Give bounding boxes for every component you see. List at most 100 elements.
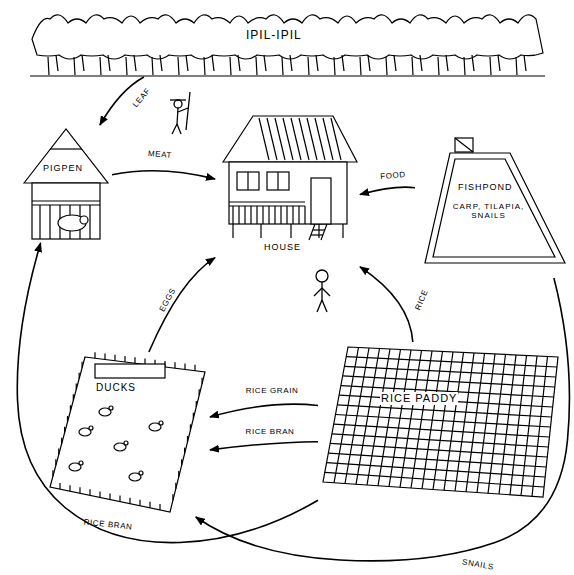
sketch-line bbox=[238, 206, 239, 224]
sketch-line bbox=[89, 426, 93, 430]
sketch-line bbox=[139, 471, 143, 475]
leg bbox=[177, 124, 181, 134]
sketch-line bbox=[223, 116, 357, 162]
sketch-line bbox=[174, 362, 175, 368]
sketch-line bbox=[79, 461, 83, 465]
sketch-line bbox=[50, 357, 205, 512]
node-label: PIGPEN bbox=[42, 163, 84, 173]
body bbox=[177, 108, 178, 124]
flow-arrow bbox=[360, 267, 413, 342]
sketch-line bbox=[464, 57, 465, 75]
sketch-line bbox=[187, 436, 188, 442]
sketch-line bbox=[69, 485, 70, 491]
sketch-line bbox=[89, 205, 90, 239]
edge-label: RICE BRAN bbox=[246, 428, 295, 436]
sketch-line bbox=[292, 206, 293, 224]
sketch-line bbox=[256, 57, 257, 75]
leg bbox=[317, 300, 322, 312]
sketch-line bbox=[455, 353, 474, 491]
sketch-line bbox=[290, 224, 291, 238]
node-label: RICE PADDY bbox=[380, 392, 458, 405]
sketch-line bbox=[204, 57, 205, 75]
arm bbox=[322, 288, 330, 296]
node-label: DUCKS bbox=[95, 382, 137, 394]
tree-band: IPIL-IPIL bbox=[30, 5, 545, 77]
sketch-line bbox=[389, 350, 411, 487]
sketch-line bbox=[59, 483, 60, 489]
sketch-line bbox=[48, 57, 49, 75]
flow-arrow bbox=[17, 243, 318, 543]
sketch-line bbox=[267, 172, 289, 190]
sketch-line bbox=[212, 55, 214, 71]
sketch-line bbox=[262, 206, 263, 224]
sketch-line bbox=[194, 365, 195, 371]
sketch-line bbox=[433, 159, 555, 257]
sketch-line bbox=[201, 378, 202, 384]
edge-label: RICE BRAN bbox=[83, 518, 133, 531]
edge-label: LEAF bbox=[132, 87, 153, 109]
sketch-line bbox=[532, 357, 548, 497]
sketch-line bbox=[73, 394, 74, 400]
sketch-line bbox=[134, 55, 136, 71]
sketch-line bbox=[94, 352, 95, 358]
node-label: FISHPOND bbox=[457, 182, 514, 192]
sketch-line bbox=[160, 55, 162, 71]
node-label: HOUSE bbox=[263, 242, 302, 252]
sketch-line bbox=[412, 57, 413, 75]
sketch-line bbox=[82, 55, 84, 71]
sketch-line bbox=[316, 55, 318, 71]
edge-label: EGGS bbox=[158, 287, 177, 313]
flow-arrow bbox=[210, 404, 318, 417]
edge-label: RICE bbox=[414, 289, 429, 312]
flow-arrow bbox=[112, 171, 215, 179]
sketch-line bbox=[229, 162, 347, 224]
sketch-line bbox=[79, 373, 80, 379]
sketch-line bbox=[420, 55, 422, 71]
sketch-line bbox=[311, 234, 323, 235]
node-label: IPIL-IPIL bbox=[245, 29, 303, 43]
sketch-line bbox=[49, 205, 50, 239]
sketch-line bbox=[433, 352, 453, 490]
sketch-line bbox=[307, 118, 317, 160]
sketch-line bbox=[282, 57, 283, 75]
sketch-line bbox=[378, 350, 401, 486]
node-label: CARP, TILAPIA, SNAILS bbox=[440, 202, 537, 220]
sketch-line bbox=[178, 57, 179, 75]
edge-label: SNAILS bbox=[462, 558, 495, 571]
pigpen-building: PIGPEN bbox=[20, 125, 112, 243]
sketch-line bbox=[311, 178, 331, 224]
sketch-line bbox=[259, 118, 269, 160]
sketch-line bbox=[472, 55, 474, 71]
sketch-line bbox=[477, 354, 495, 493]
sketch-line bbox=[274, 206, 275, 224]
sketch-line bbox=[275, 118, 285, 160]
sketch-line bbox=[394, 55, 396, 71]
sketch-line bbox=[298, 206, 299, 224]
sketch-line bbox=[109, 406, 113, 410]
sketch-line bbox=[139, 500, 140, 506]
sketch-line bbox=[30, 75, 545, 76]
sketch-line bbox=[152, 57, 153, 75]
flow-arrow bbox=[149, 258, 215, 352]
node-outline bbox=[318, 342, 563, 502]
sketch-line bbox=[260, 224, 261, 238]
sketch-line bbox=[323, 347, 558, 497]
sketch-line bbox=[80, 216, 88, 224]
sketch-line bbox=[181, 459, 182, 465]
sketch-line bbox=[108, 55, 110, 71]
sketch-line bbox=[190, 424, 191, 430]
sketch-line bbox=[247, 172, 248, 190]
edge-label: RICE GRAIN bbox=[246, 387, 299, 395]
head bbox=[174, 100, 182, 108]
sketch-line bbox=[70, 405, 71, 411]
body bbox=[321, 282, 322, 300]
sketch-line bbox=[490, 57, 491, 75]
sketch-line bbox=[299, 118, 309, 160]
sketch-line bbox=[50, 148, 82, 149]
flow-arrow bbox=[210, 442, 318, 450]
sketch-line bbox=[24, 129, 108, 183]
sketch-line bbox=[444, 353, 464, 491]
sketch-line bbox=[455, 138, 473, 152]
sketch-line bbox=[334, 348, 359, 483]
sketch-line bbox=[334, 57, 335, 75]
